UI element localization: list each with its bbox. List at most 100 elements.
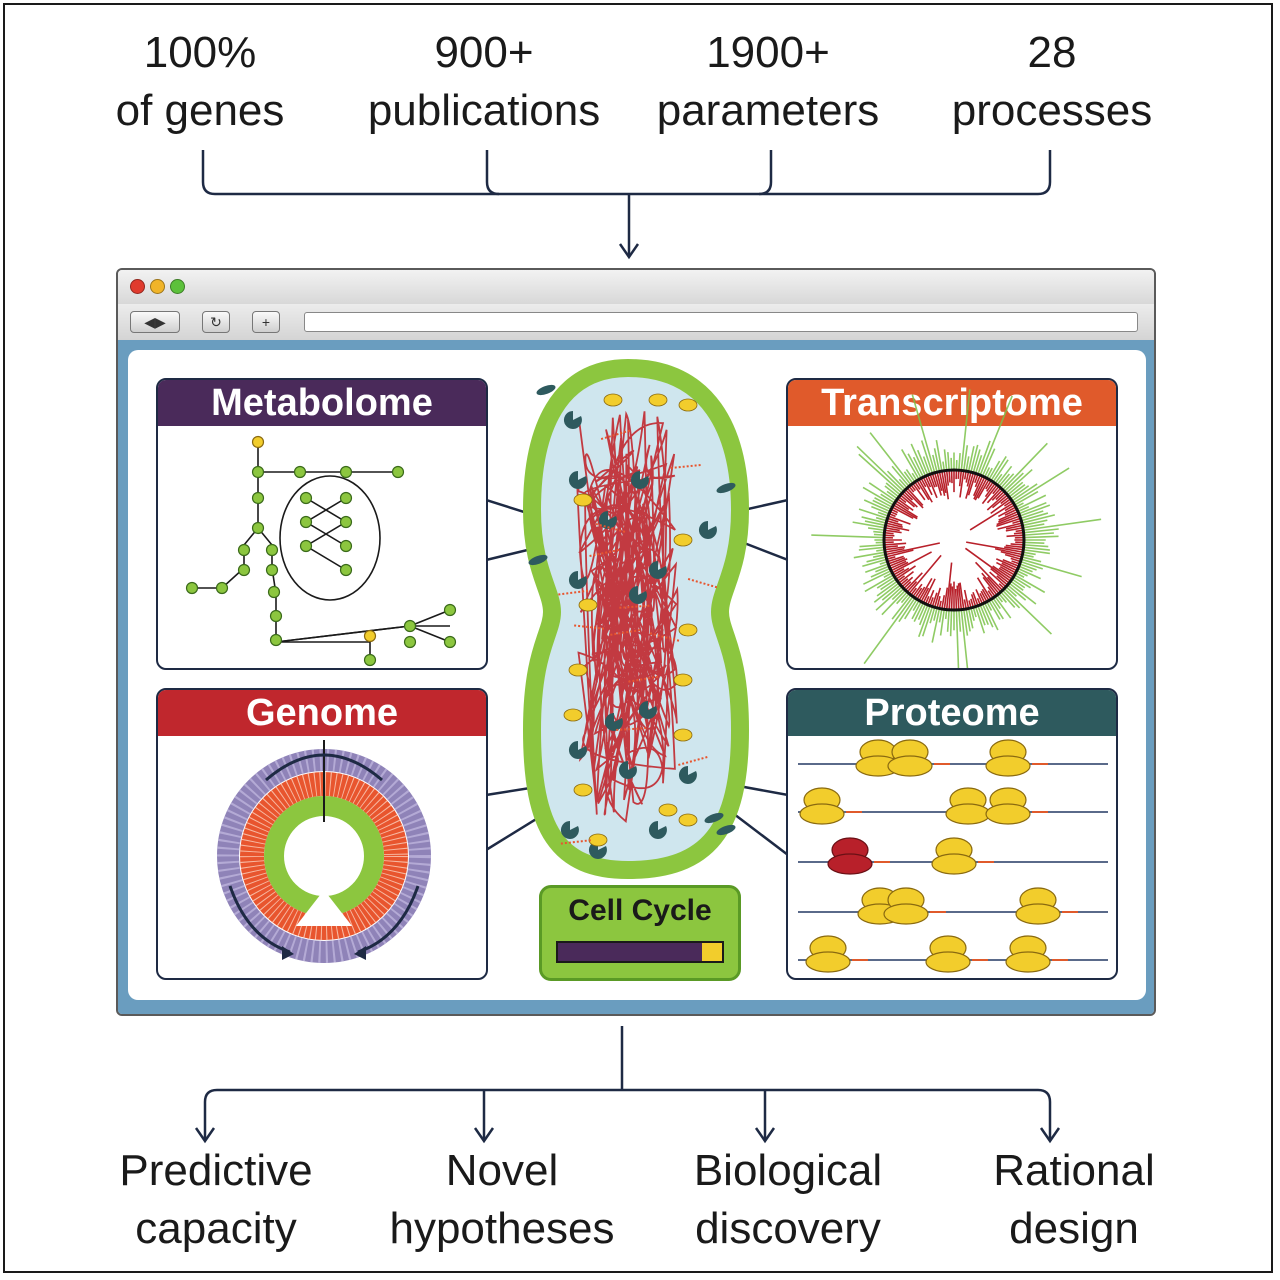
- expression-spike-inner: [886, 549, 914, 558]
- expression-spike-inner: [896, 565, 916, 580]
- expression-spike: [811, 534, 885, 539]
- new-tab-plus-icon[interactable]: +: [252, 311, 280, 333]
- expression-spike-inner: [945, 471, 950, 486]
- expression-spike-inner: [985, 481, 992, 490]
- cell-ribosome-icon: [603, 393, 623, 407]
- expression-spike: [880, 578, 897, 591]
- expression-spike-inner: [996, 515, 1020, 526]
- expression-spike: [900, 593, 910, 604]
- enzyme-icon: [638, 700, 657, 719]
- back-forward-icon[interactable]: ◀▶: [130, 311, 180, 333]
- expression-spike-inner: [885, 531, 894, 535]
- mrna-strand: [560, 839, 592, 845]
- transcriptome-title: Transcriptome: [788, 380, 1116, 426]
- ribosome-icon: [931, 837, 977, 875]
- membrane-protein-icon: [716, 482, 736, 494]
- outcome-line: hypotheses: [389, 1204, 615, 1253]
- expression-spike: [1007, 584, 1027, 601]
- expression-spike: [896, 591, 908, 605]
- ribosome-icon: [945, 787, 991, 825]
- expression-spike: [967, 446, 975, 472]
- expression-spike: [891, 588, 905, 601]
- expression-spike: [1003, 472, 1024, 492]
- expression-spike: [965, 456, 970, 472]
- model-page: Metabolome: [128, 350, 1146, 1000]
- mrna-strand: [616, 727, 647, 731]
- expression-spike: [988, 600, 1001, 620]
- expression-spike-inner: [910, 587, 918, 595]
- expression-spike-inner: [899, 496, 907, 504]
- expression-spike-inner: [1015, 529, 1023, 533]
- cell-ribosome-icon: [673, 673, 693, 687]
- expression-spike-inner: [891, 509, 899, 514]
- expression-spike-inner: [943, 587, 949, 609]
- expression-spike-inner: [918, 577, 933, 601]
- outcome-line: Rational: [993, 1146, 1155, 1195]
- expression-spike-inner: [991, 495, 1008, 509]
- expression-spike-inner: [1010, 557, 1020, 563]
- browser-viewport: Metabolome: [118, 340, 1154, 1014]
- expression-spike-inner: [963, 599, 967, 609]
- expression-spike: [881, 584, 901, 601]
- expression-spike: [944, 609, 948, 620]
- expression-spike: [1018, 565, 1033, 573]
- expression-spike-inner: [934, 587, 942, 607]
- expression-spike-inner: [887, 520, 903, 526]
- expression-spike-inner: [902, 576, 914, 587]
- expression-spike-inner: [927, 475, 938, 499]
- minimize-dot-icon[interactable]: [150, 279, 165, 294]
- expression-spike-inner: [920, 587, 930, 602]
- expression-spike-inner: [981, 485, 998, 505]
- expression-spike: [938, 608, 943, 623]
- expression-spike-inner: [903, 581, 912, 589]
- expression-spike: [858, 508, 888, 520]
- input-bracket: [201, 150, 1052, 260]
- expression-spike-inner: [943, 471, 950, 500]
- close-dot-icon[interactable]: [130, 279, 145, 294]
- metabolome-title: Metabolome: [158, 380, 486, 426]
- expression-spike-inner: [886, 524, 910, 532]
- enzyme-icon: [563, 410, 582, 429]
- zoom-dot-icon[interactable]: [170, 279, 185, 294]
- expression-spike: [972, 449, 981, 473]
- cell-ribosome-icon: [568, 663, 588, 677]
- expression-spike-inner: [964, 547, 1011, 582]
- enzyme-icon: [560, 820, 579, 839]
- expression-spike: [994, 596, 1012, 619]
- expression-spike: [1005, 468, 1033, 494]
- expression-spike-inner: [923, 477, 933, 496]
- expression-spike-inner: [950, 586, 954, 609]
- expression-spike-inner: [994, 547, 1022, 556]
- expression-spike-inner: [909, 554, 942, 594]
- cell-ribosome-icon: [578, 598, 598, 612]
- expression-spike-inner: [885, 529, 902, 534]
- cell-ribosome-icon: [658, 803, 678, 817]
- expression-spike: [863, 499, 891, 513]
- cell-ribosome-icon: [678, 813, 698, 827]
- expression-spike-inner: [925, 476, 932, 488]
- expression-spike-inner: [1003, 500, 1012, 507]
- expression-spike: [1023, 532, 1054, 536]
- stat-label: processes: [951, 86, 1153, 135]
- expression-spike-inner: [996, 561, 1016, 574]
- expression-spike-inner: [929, 474, 936, 488]
- expression-spike-inner: [984, 483, 996, 498]
- address-bar[interactable]: [304, 312, 1138, 332]
- expression-spike: [918, 605, 931, 638]
- expression-spike-inner: [954, 588, 958, 609]
- expression-spike-inner: [925, 596, 930, 604]
- expression-spike: [873, 582, 900, 603]
- expression-spike-inner: [948, 471, 951, 483]
- reload-icon[interactable]: ↻: [202, 311, 230, 333]
- genome-title: Genome: [158, 690, 486, 736]
- expression-spike-inner: [976, 597, 981, 605]
- expression-spike-inner: [892, 506, 914, 520]
- expression-spike-inner: [1004, 504, 1015, 512]
- expression-spike-inner: [998, 513, 1019, 523]
- expression-spike: [986, 467, 993, 479]
- mrna-strand: [678, 755, 709, 766]
- figure-frame: [3, 3, 1273, 1273]
- expression-spike: [1021, 556, 1042, 563]
- browser-toolbar: ◀▶ ↻ +: [118, 304, 1154, 341]
- expression-spike: [990, 598, 1004, 620]
